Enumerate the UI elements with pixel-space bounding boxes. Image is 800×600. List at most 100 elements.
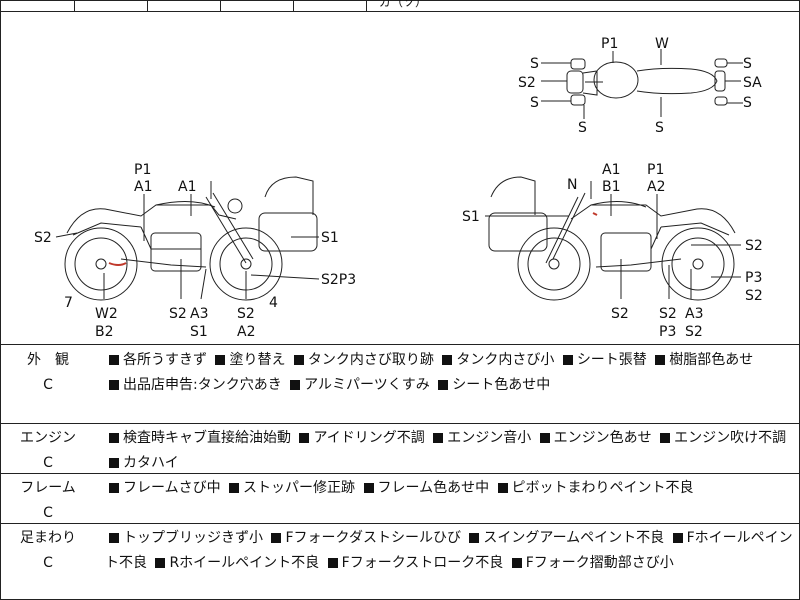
section-items: トップブリッジきず小 Fフォークダストシールひび スイングアームペイント不良 F… [105, 526, 795, 576]
label-left-s2p3: S2P3 [321, 272, 356, 288]
section-title: フレーム [20, 480, 76, 496]
bullet-square-icon [109, 355, 119, 365]
top-header-strip [1, 1, 799, 12]
section-label: フレーム C [1, 476, 95, 526]
bullet-square-icon [562, 355, 573, 365]
bullet-square-icon [109, 533, 119, 543]
right-side-view-outline [488, 176, 736, 301]
label-right-s2: S2 [745, 238, 763, 254]
issue-item: カタハイ [123, 455, 179, 471]
issue-item: 出品店申告:タンク穴あき [123, 377, 282, 393]
motorcycle-damage-diagram: P1 W S S2 S S S S SA S P1 A1 A1 S2 S1 S2… [1, 12, 799, 345]
issue-item: 各所うすきず [123, 352, 207, 368]
label-right-a1: A1 [602, 162, 620, 178]
bullet-square-icon [469, 533, 480, 543]
bullet-square-icon [433, 433, 444, 443]
issue-item: ストッパー修正跡 [243, 480, 356, 496]
label-right-n: N [567, 177, 577, 193]
issue-item: タンク内さび小 [456, 352, 555, 368]
label-left-s2: S2 [34, 230, 52, 246]
bullet-square-icon [109, 433, 119, 443]
label-right-a3: A3 [685, 306, 703, 322]
label-left-a3: A3 [190, 306, 208, 322]
section-grade: C [43, 505, 53, 521]
header-cell [148, 1, 221, 11]
bullet-square-icon [511, 558, 522, 568]
label-left-s1: S1 [321, 230, 339, 246]
label-left-p1: P1 [134, 162, 151, 178]
issue-item: スイングアームペイント不良 [483, 530, 665, 546]
label-top-s: S [530, 95, 539, 111]
label-right-s2: S2 [685, 324, 703, 340]
label-top-s2: S2 [518, 75, 536, 91]
issue-item: エンジン音小 [447, 430, 532, 446]
issue-item: アルミパーツくすみ [304, 377, 430, 393]
bullet-square-icon [109, 483, 119, 493]
label-top-sa: SA [743, 75, 762, 91]
bullet-square-icon [215, 355, 226, 365]
label-top-w: W [655, 36, 669, 52]
label-top-s: S [578, 120, 587, 136]
section-grade: C [43, 455, 53, 471]
bullet-square-icon [229, 483, 240, 493]
issue-item: Fフォークストローク不良 [341, 555, 504, 571]
label-left-s2: S2 [237, 306, 255, 322]
issue-item: Fホイールペイント不良 [105, 530, 793, 571]
issue-item: 樹脂部色あせ [669, 352, 754, 368]
label-top-s: S [530, 56, 539, 72]
issue-item: Rホイールペイント不良 [169, 555, 320, 571]
top-partial-text: ガ（ソ） [379, 0, 428, 9]
section-items: 各所うすきず 塗り替え タンク内さび取り跡 タンク内さび小 シート張替 樹脂部色… [105, 348, 795, 398]
bullet-square-icon [672, 533, 683, 543]
bullet-square-icon [155, 558, 166, 568]
issue-item: アイドリング不調 [313, 430, 425, 446]
label-right-s2: S2 [745, 288, 763, 304]
bullet-square-icon [438, 380, 449, 390]
issue-item: Fフォーク摺動部さび小 [525, 555, 674, 571]
label-right-s1: S1 [462, 209, 480, 225]
section-frame: フレーム C フレームさび中 ストッパー修正跡 フレーム色あせ中 ピボットまわり… [1, 473, 799, 523]
label-right-p3: P3 [745, 270, 762, 286]
label-top-p1: P1 [601, 36, 618, 52]
bullet-square-icon [290, 380, 301, 390]
bullet-square-icon [327, 558, 338, 568]
issue-item: エンジン吹け不調 [674, 430, 787, 446]
label-right-p3: P3 [659, 324, 676, 340]
label-left-s1: S1 [190, 324, 208, 340]
section-title: 外 観 [27, 352, 69, 368]
label-left-b2: B2 [95, 324, 114, 340]
section-title: 足まわり [20, 530, 76, 546]
section-label: 外 観 C [1, 348, 95, 398]
section-engine: エンジン C 検査時キャブ直接給油始動 アイドリング不調 エンジン音小 エンジン… [1, 423, 799, 473]
issue-item: シート張替 [576, 352, 647, 368]
section-items: 検査時キャブ直接給油始動 アイドリング不調 エンジン音小 エンジン色あせ エンジ… [105, 426, 795, 476]
header-cell [75, 1, 148, 11]
label-left-a1: A1 [178, 179, 196, 195]
label-right-a2: A2 [647, 179, 665, 195]
section-title: エンジン [20, 430, 76, 446]
leader-lines [55, 49, 743, 300]
label-left-s2: S2 [169, 306, 187, 322]
bullet-square-icon [109, 458, 119, 468]
issue-item: Fフォークダストシールひび [285, 530, 461, 546]
bullet-square-icon [271, 533, 282, 543]
issue-item: 塗り替え [229, 352, 286, 368]
issue-item: 検査時キャブ直接給油始動 [123, 430, 291, 446]
label-right-s2: S2 [611, 306, 629, 322]
label-right-b1: B1 [602, 179, 621, 195]
section-grade: C [43, 555, 53, 571]
label-left-w2: W2 [95, 306, 118, 322]
label-top-s: S [743, 56, 752, 72]
section-items: フレームさび中 ストッパー修正跡 フレーム色あせ中 ピボットまわりペイント不良 [105, 476, 795, 501]
bullet-square-icon [539, 433, 550, 443]
label-left-7: 7 [64, 295, 73, 311]
bullet-square-icon [660, 433, 671, 443]
section-grade: C [43, 377, 53, 393]
bullet-square-icon [109, 380, 119, 390]
section-label: エンジン C [1, 426, 95, 476]
section-suspension: 足まわり C トップブリッジきず小 Fフォークダストシールひび スイングアームペ… [1, 523, 799, 600]
issue-item: シート色あせ中 [452, 377, 551, 393]
section-appearance: 外 観 C 各所うすきず 塗り替え タンク内さび取り跡 タンク内さび小 シート張… [1, 344, 799, 423]
header-cell [1, 1, 75, 11]
